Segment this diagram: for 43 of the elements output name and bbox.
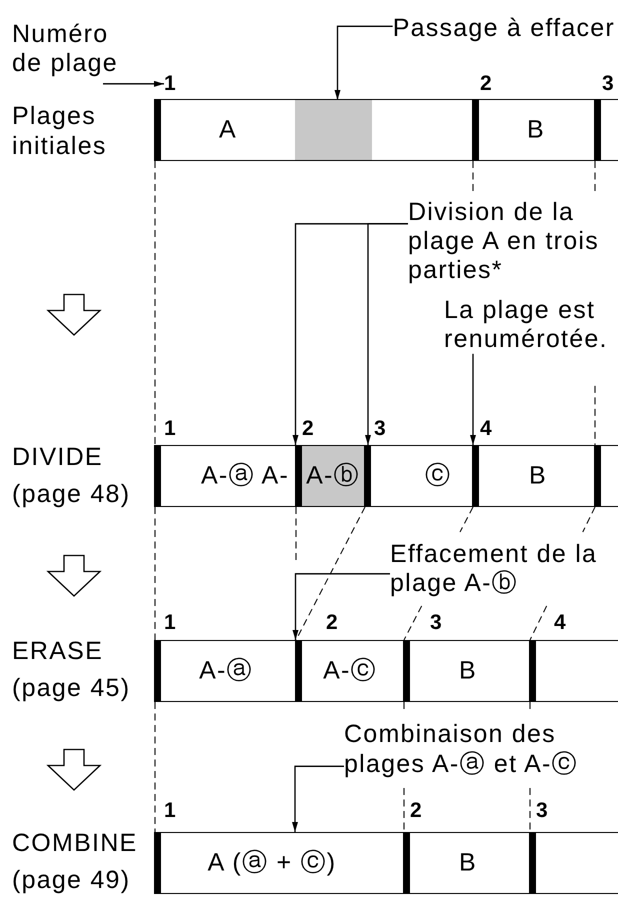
track-number: 4	[480, 416, 493, 441]
callout-text: Numéro de plage	[12, 20, 119, 84]
track-number: 1	[164, 610, 177, 635]
segment-label: A-ⓑ	[306, 462, 360, 490]
segment-label: B	[527, 116, 545, 144]
segment-label: B	[459, 656, 477, 686]
callout-text: Passage à effacer	[392, 14, 615, 43]
shaded-passage	[295, 100, 372, 160]
stage-label: Plages initiales	[12, 101, 108, 162]
segment-label: ⓒ	[424, 462, 452, 490]
track-segment	[594, 445, 618, 507]
stage-label: ERASE (page 45)	[12, 636, 131, 704]
track-number: 4	[554, 610, 567, 635]
track-number: 3	[602, 72, 615, 96]
track-number: 1	[164, 72, 177, 96]
arrow	[292, 766, 344, 832]
callout-text: Division de la plage A en trois parties*	[408, 198, 600, 285]
stage-label: COMBINE (page 49)	[12, 828, 138, 896]
arrow	[103, 80, 164, 87]
segment-label: B	[529, 462, 547, 490]
segment-label: B	[459, 848, 477, 878]
segment-label: A-ⓐ	[199, 656, 253, 686]
track-number: 2	[326, 610, 339, 635]
segment-label: A-ⓒ	[323, 656, 377, 686]
segment-label: A (ⓐ + ⓒ)	[208, 848, 336, 878]
stage-label: DIVIDE (page 48)	[12, 442, 131, 510]
track-number: 3	[374, 416, 387, 441]
track-number: 2	[302, 416, 315, 441]
arrow	[334, 26, 393, 100]
callout-text: Combinaison des plages A-ⓐ et A-ⓒ	[344, 719, 579, 780]
arrow	[292, 573, 390, 640]
track-number: 3	[430, 610, 443, 635]
track-number: 3	[536, 798, 549, 823]
track-number: 2	[480, 72, 493, 96]
track-number: 1	[164, 416, 177, 441]
arrow	[365, 223, 408, 445]
segment-label: A	[219, 116, 237, 144]
arrow	[470, 354, 476, 445]
track-number: 2	[410, 798, 423, 823]
track-number: 1	[164, 798, 177, 823]
segment-label: A-ⓐ A-	[200, 462, 290, 490]
callout-text: Effacement de la plage A-ⓑ	[390, 540, 598, 598]
callout-text: La plage est renumérotée.	[444, 296, 609, 354]
